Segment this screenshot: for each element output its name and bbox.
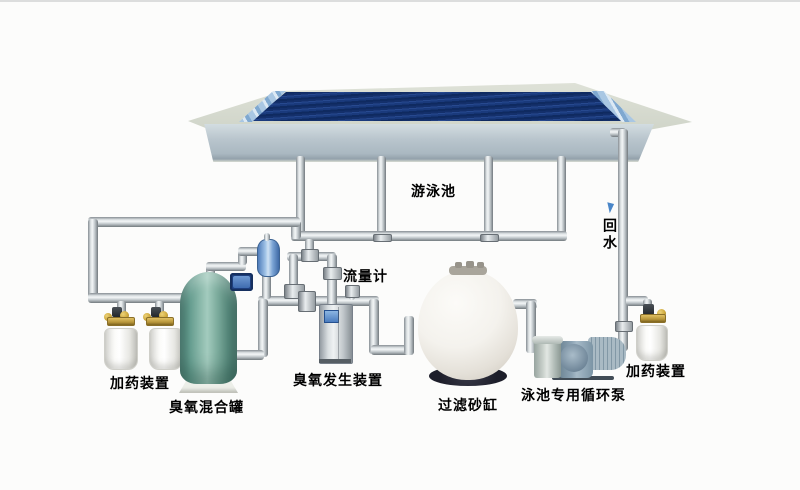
- flow-meter-label: 流量计: [343, 270, 388, 285]
- pipe-segment: [484, 156, 493, 234]
- dosing-left-label: 加药装置: [110, 377, 170, 392]
- pipe-segment: [258, 299, 268, 357]
- pipe-segment: [327, 254, 337, 307]
- mixing-tank-label: 臭氧混合罐: [169, 401, 244, 416]
- valve-flange: [298, 291, 316, 312]
- dosing-right-label: 加药装置: [626, 365, 686, 380]
- dosing-pump-head-icon: [112, 307, 122, 317]
- dosing-valve-icon: [657, 309, 666, 318]
- pool-water-graphic: [251, 92, 633, 121]
- pipe-segment: [206, 264, 215, 278]
- pool-label: 游泳池: [411, 185, 456, 200]
- pipe-segment: [626, 296, 648, 306]
- top-border-line: [0, 0, 800, 2]
- dosing-valve-bar: [146, 317, 174, 326]
- dosing-tank-graphic: [636, 325, 668, 361]
- return-flow-arrow-icon: [604, 202, 615, 214]
- pipe-flange: [480, 234, 499, 242]
- pipe-segment: [369, 299, 379, 354]
- sand-filter-label: 过滤砂缸: [438, 399, 498, 414]
- pump-motor-graphic: [588, 337, 626, 370]
- pipe-flange: [615, 321, 633, 332]
- dosing-pump-head-icon: [151, 307, 161, 317]
- pipe-segment: [526, 301, 536, 353]
- dosing-tank-graphic: [149, 328, 183, 370]
- generator-display-icon: [324, 310, 339, 323]
- pipe-segment: [238, 247, 260, 256]
- flow-meter-icon: [345, 285, 360, 298]
- pipe-segment: [291, 231, 567, 241]
- return-water-pipe: [618, 129, 628, 351]
- return-water-label: 回水: [601, 218, 616, 252]
- filter-hatch-bump: [477, 262, 484, 268]
- pipe-segment: [291, 221, 301, 239]
- pipe-segment: [305, 239, 314, 254]
- pipe-segment: [296, 156, 305, 234]
- controller-box-icon: [230, 273, 253, 291]
- pipe-segment: [404, 316, 414, 355]
- pump-strainer-pot-graphic: [534, 338, 561, 378]
- dosing-valve-bar: [107, 317, 135, 326]
- degassing-vessel-graphic: [257, 239, 280, 277]
- pipe-segment: [557, 156, 566, 234]
- pipe-segment: [513, 299, 537, 309]
- ozone-mixing-tank-graphic: [180, 272, 237, 384]
- pipe-segment: [289, 254, 298, 299]
- pump-strainer-lid: [532, 336, 563, 344]
- vessel-cap-stub: [264, 233, 270, 241]
- pipe-flange: [301, 249, 319, 262]
- filter-hatch-bump: [466, 261, 474, 268]
- dosing-valve-icon: [159, 311, 168, 320]
- dosing-pump-head-icon: [643, 304, 654, 315]
- pipe-segment: [238, 249, 247, 265]
- pipe-segment: [258, 296, 379, 306]
- pump-base: [552, 376, 614, 380]
- filter-hatch-bump: [455, 262, 462, 268]
- pipe-flange: [323, 267, 342, 280]
- dosing-tank-graphic: [104, 328, 138, 370]
- pool-basin-wall-graphic: [204, 124, 654, 162]
- filter-hatch-icon: [449, 266, 487, 275]
- sand-filter-graphic: [418, 270, 518, 380]
- pipe-segment: [88, 219, 98, 301]
- ozone-generator-graphic: [319, 304, 353, 364]
- circulation-pump-label: 泳池专用循环泵: [521, 389, 626, 404]
- pipe-flange: [373, 234, 392, 242]
- pipe-segment: [377, 156, 386, 234]
- pipe-segment: [371, 345, 413, 355]
- pipe-segment: [206, 262, 246, 271]
- pipe-segment: [88, 293, 186, 303]
- dosing-valve-icon: [120, 311, 129, 320]
- pump-volute-icon: [560, 344, 588, 372]
- pipe-segment: [262, 271, 271, 299]
- pipe-segment: [230, 350, 264, 360]
- ozone-generator-label: 臭氧发生装置: [293, 374, 383, 389]
- dosing-valve-bar: [640, 314, 666, 323]
- pipe-segment: [88, 217, 300, 227]
